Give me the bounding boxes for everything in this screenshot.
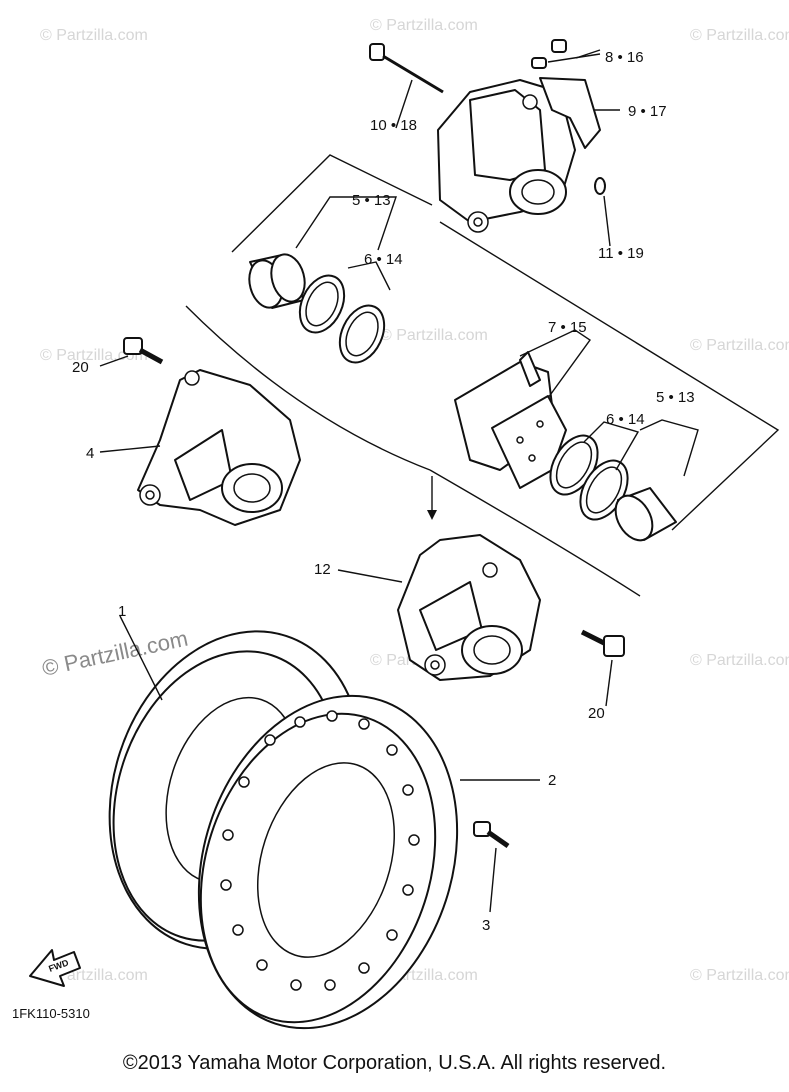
callout-5-13-b: 5 • 13 xyxy=(656,389,695,406)
caliper-4 xyxy=(137,369,301,526)
bracket-line xyxy=(295,196,397,251)
bracket-line xyxy=(639,419,699,477)
watermark: © Partzilla.com xyxy=(380,327,488,344)
callout-9-17: 9 • 17 xyxy=(628,103,667,120)
callout-12: 12 xyxy=(314,561,331,578)
guide-line xyxy=(439,221,780,531)
brake-pads-7-15 xyxy=(454,351,567,489)
callout-8-16: 8 • 16 xyxy=(605,49,644,66)
callout-1: 1 xyxy=(118,603,126,620)
callout-3: 3 xyxy=(482,917,490,934)
callout-20-lower: 20 xyxy=(588,705,605,722)
guide-line xyxy=(231,154,433,253)
bolt-20-upper xyxy=(123,337,164,365)
callout-6-14: 6 • 14 xyxy=(364,251,403,268)
guide-line xyxy=(185,305,431,471)
arrow-head xyxy=(427,510,437,520)
watermark: © Partzilla.com xyxy=(370,17,478,34)
caliper-upper xyxy=(437,79,576,233)
piston-5-13-b xyxy=(614,487,677,542)
piston-5-13 xyxy=(248,253,306,309)
callout-11-19: 11 • 19 xyxy=(598,245,644,262)
callout-2: 2 xyxy=(548,772,556,789)
seal-6-14-b xyxy=(549,434,629,521)
watermark: © Partzilla.com xyxy=(40,27,148,44)
bolt-20-lower xyxy=(580,629,625,657)
pad-spring-9-17 xyxy=(539,77,601,149)
callout-20-upper: 20 xyxy=(72,359,89,376)
seal-6-14 xyxy=(298,274,386,364)
bracket-line xyxy=(519,329,591,399)
bracket-line xyxy=(583,421,640,471)
diagram-code: 1FK110-5310 xyxy=(12,1006,90,1021)
bolt-10-18 xyxy=(369,43,444,94)
guide-line xyxy=(429,469,641,597)
callout-10-18: 10 • 18 xyxy=(370,117,417,134)
callout-labels: 8 • 16 9 • 17 10 • 18 11 • 19 5 • 13 6 •… xyxy=(72,49,695,934)
watermark: © Partzilla.com xyxy=(690,967,789,984)
bleed-screw-8-16 xyxy=(531,39,567,69)
caliper-12 xyxy=(397,534,541,681)
bolt-3 xyxy=(473,821,510,849)
brake-disc-2 xyxy=(197,694,459,1030)
callout-5-13: 5 • 13 xyxy=(352,192,391,209)
watermark: © Partzilla.com xyxy=(690,27,789,44)
disc-holes xyxy=(220,710,420,991)
clip-11-19 xyxy=(594,177,606,195)
copyright-notice: ©2013 Yamaha Motor Corporation, U.S.A. A… xyxy=(122,1052,667,1074)
fwd-arrow-icon: FWD xyxy=(29,949,81,987)
bracket-line xyxy=(347,261,391,291)
brake-caliper-diagram: © Partzilla.com © Partzilla.com © Partzi… xyxy=(12,17,789,1030)
watermark: © Partzilla.com xyxy=(690,652,789,669)
watermark: © Partzilla.com xyxy=(690,337,789,354)
leader-lines xyxy=(99,49,620,913)
watermark: © Partzilla.com xyxy=(40,347,148,364)
callout-6-14-b: 6 • 14 xyxy=(606,411,645,428)
callout-7-15: 7 • 15 xyxy=(548,319,587,336)
callout-4: 4 xyxy=(86,445,94,462)
